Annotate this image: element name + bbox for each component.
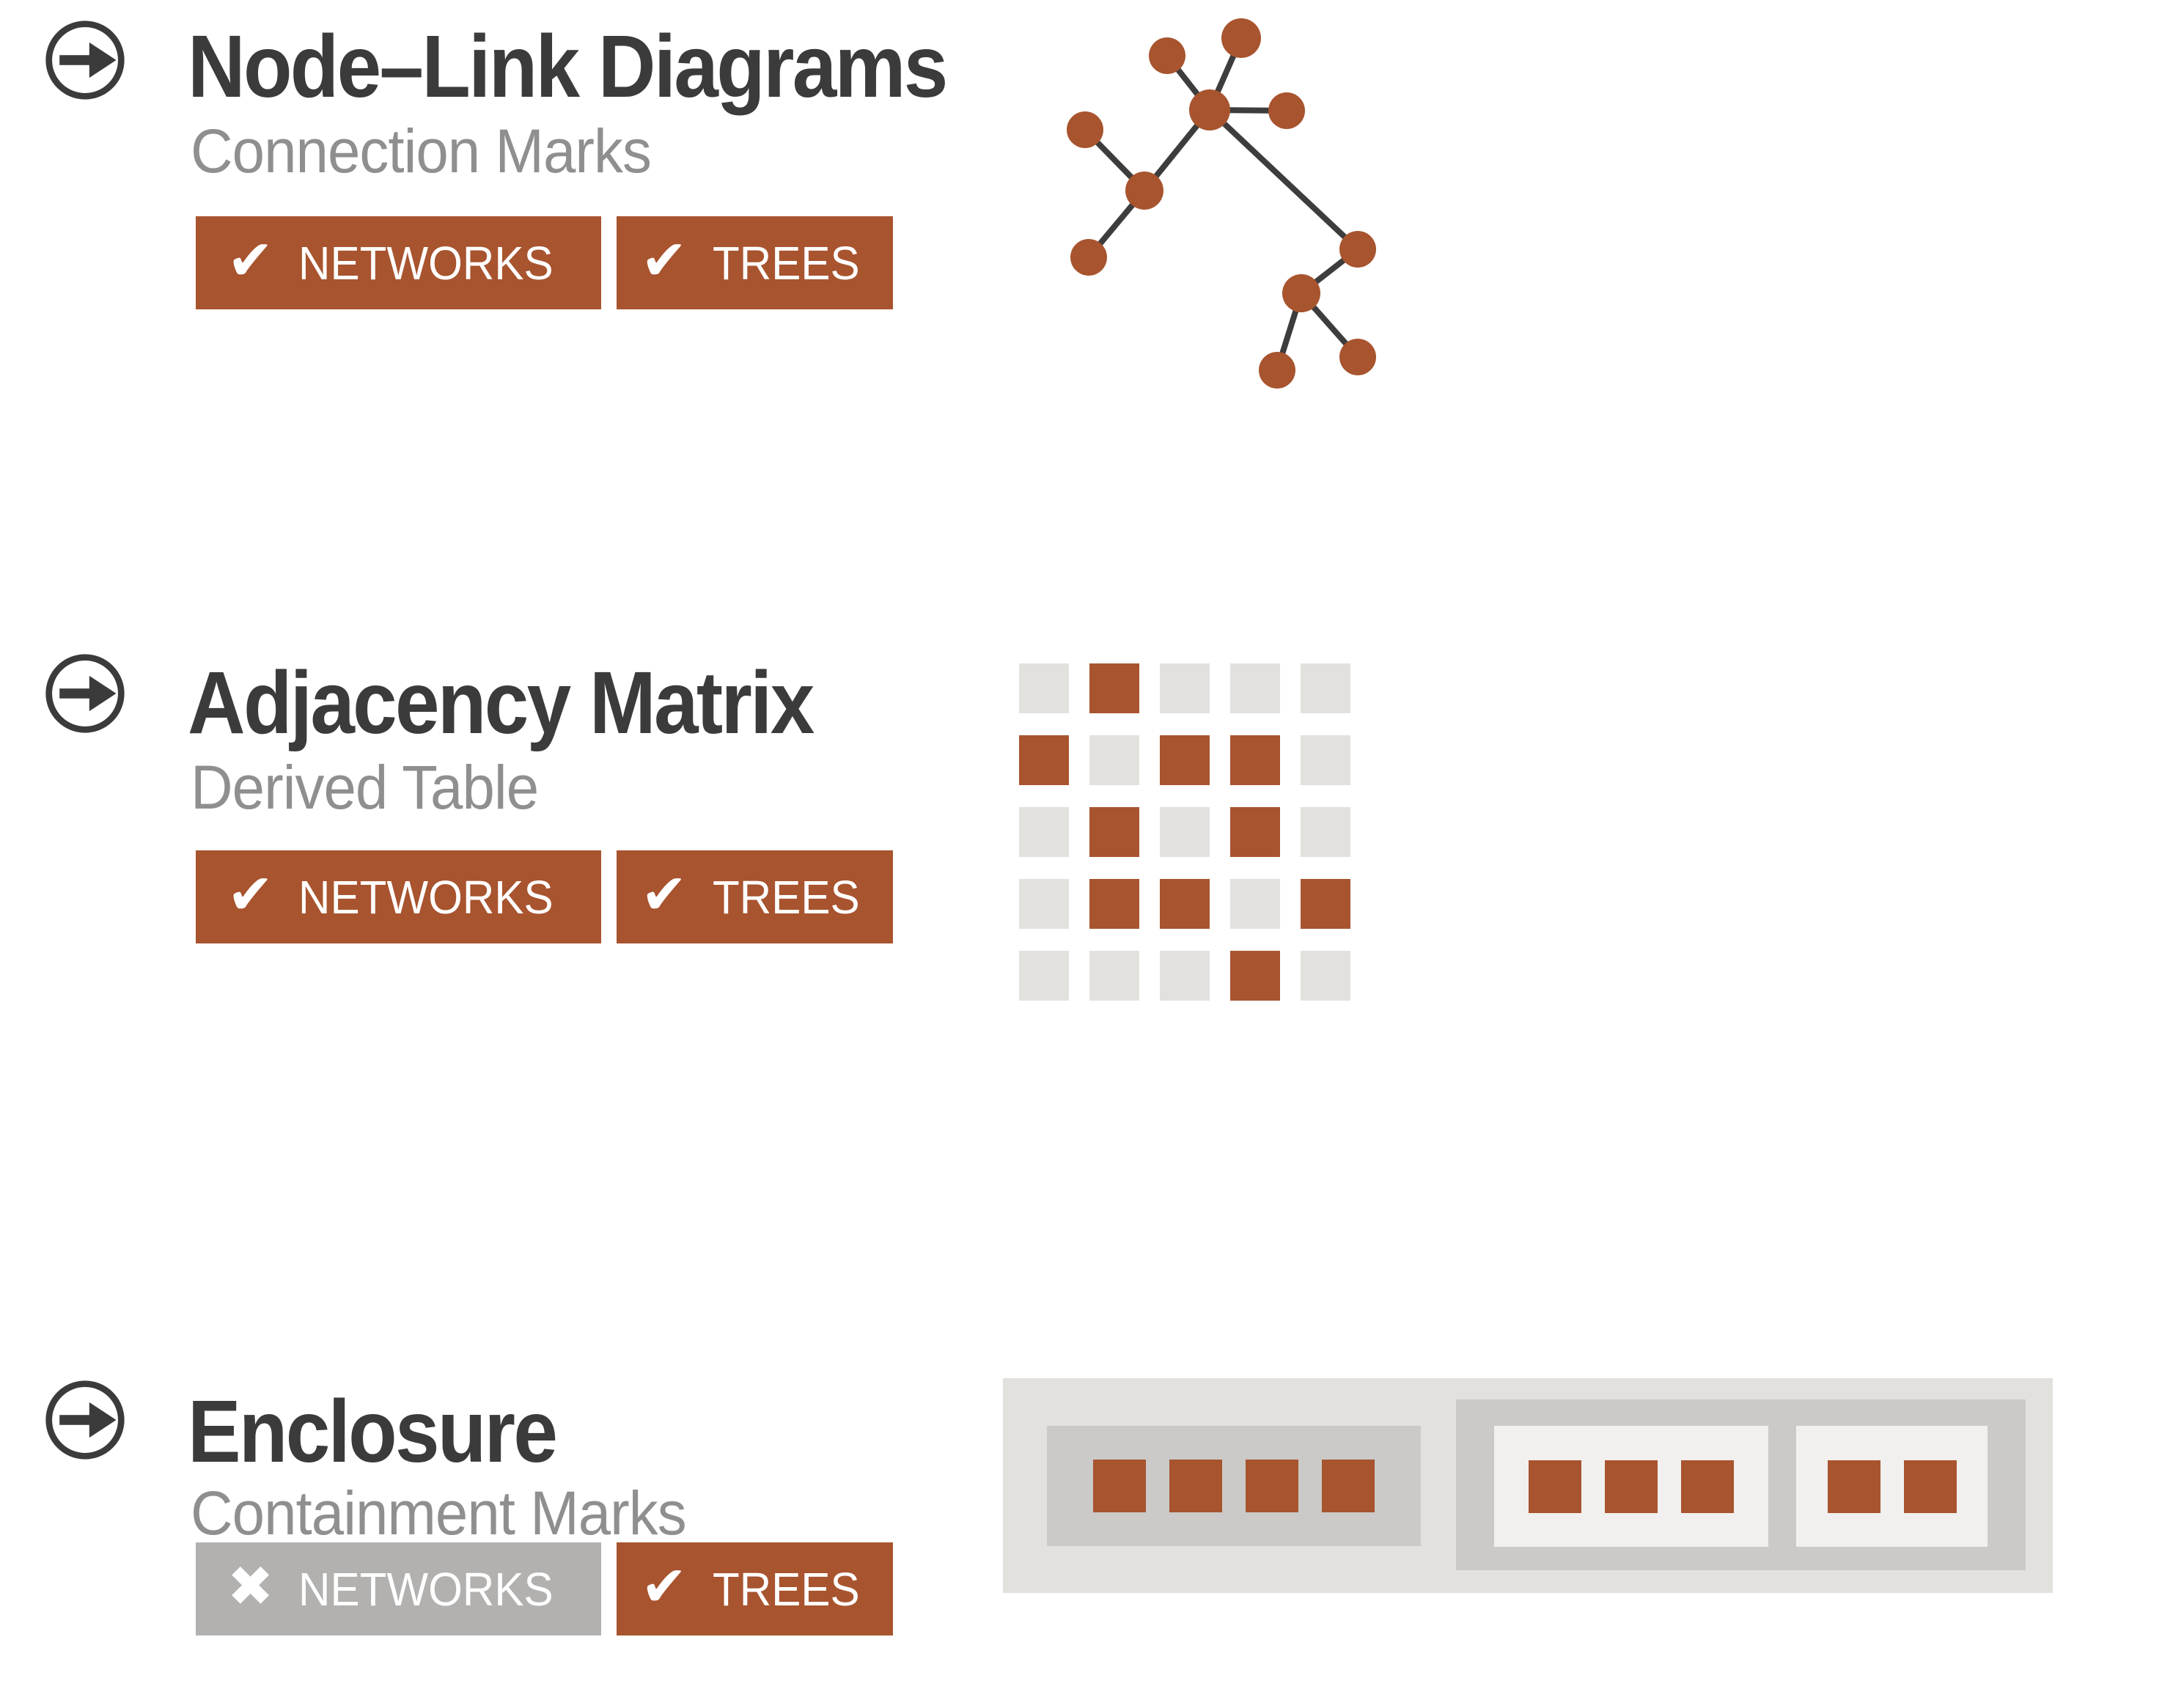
arrow-right-circle-icon <box>45 21 125 100</box>
matrix-cell-filled <box>1089 879 1139 929</box>
check-icon: ✔ <box>227 227 274 292</box>
graph-node <box>1221 18 1261 58</box>
graph-node <box>1070 239 1107 276</box>
cross-icon: ✖ <box>227 1553 274 1619</box>
matrix-cell-empty <box>1230 663 1280 713</box>
matrix-cell-empty <box>1019 807 1069 857</box>
matrix-cell-empty <box>1160 807 1210 857</box>
badge-trees[interactable]: ✔ TREES <box>617 850 893 943</box>
section-arrow-icon[interactable] <box>43 18 128 103</box>
section-subtitle-node-link: Connection Marks <box>191 117 652 185</box>
matrix-cell-filled <box>1230 735 1280 785</box>
arrow-right-circle-icon <box>45 1380 125 1460</box>
matrix-cell-empty <box>1019 879 1069 929</box>
section-subtitle-enclosure: Containment Marks <box>191 1479 687 1548</box>
leaf-mark <box>1903 1460 1957 1513</box>
arrow-right-circle-icon <box>45 654 125 733</box>
leaf-mark <box>1605 1460 1658 1513</box>
graph-node <box>1189 89 1230 130</box>
matrix-cell-empty <box>1160 663 1210 713</box>
section-arrow-icon[interactable] <box>43 651 128 736</box>
graph-node <box>1339 339 1376 375</box>
matrix-cell-filled <box>1230 951 1280 1001</box>
matrix-cell-empty <box>1301 735 1350 785</box>
section-subtitle-adjacency-matrix: Derived Table <box>191 753 539 822</box>
check-icon: ✔ <box>640 1553 688 1619</box>
badge-trees[interactable]: ✔ TREES <box>617 1542 893 1635</box>
check-icon: ✔ <box>640 227 688 292</box>
matrix-cell-empty <box>1301 663 1350 713</box>
leaf-mark <box>1169 1460 1222 1512</box>
matrix-cell-filled <box>1019 735 1069 785</box>
graph-node <box>1259 352 1295 389</box>
section-title-enclosure: Enclosure <box>188 1381 558 1481</box>
badge-networks[interactable]: ✔ NETWORKS <box>196 216 601 309</box>
matrix-cell-filled <box>1160 735 1210 785</box>
badge-networks[interactable]: ✖ NETWORKS <box>196 1542 601 1635</box>
leaf-mark <box>1093 1460 1146 1512</box>
matrix-cell-empty <box>1089 951 1139 1001</box>
graph-edge <box>1207 108 1360 251</box>
matrix-cell-empty <box>1160 951 1210 1001</box>
leaf-mark <box>1246 1460 1298 1512</box>
badge-trees[interactable]: ✔ TREES <box>617 216 893 309</box>
leaf-mark <box>1827 1460 1880 1513</box>
enclosure-subgroup-box <box>1796 1426 1988 1547</box>
badge-row: ✔ NETWORKS ✔ TREES <box>196 216 893 309</box>
matrix-cell-filled <box>1230 807 1280 857</box>
matrix-cell-filled <box>1089 807 1139 857</box>
badge-label: NETWORKS <box>298 236 554 290</box>
matrix-cell-empty <box>1089 735 1139 785</box>
section-title-node-link: Node–Link Diagrams <box>188 16 948 116</box>
badge-label: TREES <box>712 870 860 924</box>
graph-node <box>1339 231 1376 268</box>
graph-node <box>1125 172 1163 210</box>
matrix-cell-filled <box>1160 879 1210 929</box>
badge-networks[interactable]: ✔ NETWORKS <box>196 850 601 943</box>
matrix-cell-empty <box>1301 807 1350 857</box>
leaf-mark <box>1529 1460 1581 1513</box>
badge-label: NETWORKS <box>298 870 554 924</box>
matrix-cell-filled <box>1089 663 1139 713</box>
badge-row: ✖ NETWORKS ✔ TREES <box>196 1542 893 1635</box>
node-link-graph-illustration <box>1067 18 1376 389</box>
matrix-cell-empty <box>1019 951 1069 1001</box>
check-icon: ✔ <box>640 861 688 927</box>
badge-label: NETWORKS <box>298 1562 554 1616</box>
matrix-cell-empty <box>1301 951 1350 1001</box>
badge-label: TREES <box>712 1562 860 1616</box>
matrix-cell-empty <box>1230 879 1280 929</box>
graph-node <box>1149 37 1185 74</box>
graph-node <box>1282 274 1320 312</box>
leaf-mark <box>1322 1460 1375 1512</box>
matrix-cell-filled <box>1301 879 1350 929</box>
check-icon: ✔ <box>227 861 274 927</box>
badge-label: TREES <box>712 236 860 290</box>
leaf-mark <box>1681 1460 1734 1513</box>
graph-node <box>1268 92 1305 129</box>
section-arrow-icon[interactable] <box>43 1377 128 1462</box>
graph-node <box>1067 111 1103 148</box>
badge-row: ✔ NETWORKS ✔ TREES <box>196 850 893 943</box>
section-title-adjacency-matrix: Adjacency Matrix <box>188 652 815 752</box>
matrix-cell-empty <box>1019 663 1069 713</box>
